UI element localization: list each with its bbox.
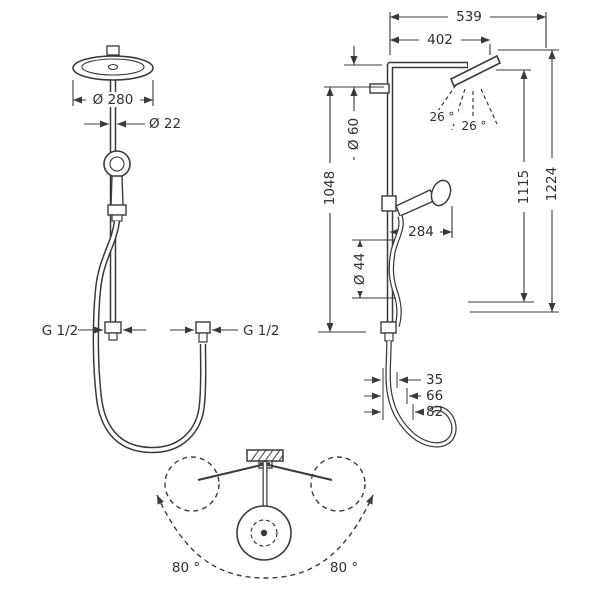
hand-shower-head-front <box>103 150 131 178</box>
dim-arm-depth: 402 <box>427 32 453 48</box>
spray-line <box>427 84 457 126</box>
dim-head-diameter: Ø 280 <box>93 92 134 108</box>
dim-spray-angle-left: 26 ° <box>429 110 454 124</box>
handle-nut-front <box>111 214 123 222</box>
wall-bracket-side <box>369 83 390 94</box>
slider-holder-side <box>381 195 397 212</box>
slider-holder-front <box>107 204 127 216</box>
hand-shower-head-side <box>430 179 452 207</box>
wall-outlet-side-nipple <box>384 332 394 342</box>
hose-elbow-front <box>195 321 211 334</box>
hose-side-loop-core <box>386 340 456 447</box>
label-bg <box>427 110 458 124</box>
label-bg <box>459 119 490 133</box>
dim-overall-height: 1224 <box>544 167 560 201</box>
swivel-position-right <box>310 456 366 512</box>
dim-overall-depth: 539 <box>456 9 482 25</box>
swivel-arm-left <box>197 462 271 481</box>
top-view: 80 ° 80 ° <box>156 449 374 579</box>
hand-shower-handle-side <box>395 189 438 217</box>
wall-outlet-front-nipple <box>108 332 118 341</box>
dim-pipe-length: 1048 <box>322 171 338 205</box>
swivel-arm-right <box>259 462 333 481</box>
pipe-top-fitting <box>106 45 120 56</box>
hose-elbow-front-nipple <box>198 332 208 343</box>
dim-swivel-left: 80 ° <box>172 560 200 576</box>
label-bg <box>353 247 368 291</box>
label-bg <box>322 163 337 213</box>
overhead-shower-front-hub <box>107 63 119 71</box>
dim-hose-arc: Ø 44 <box>352 253 368 285</box>
overhead-shower-top-center <box>260 529 268 537</box>
wall-outlet-front <box>104 321 122 334</box>
hand-shower-head-front-inner <box>109 156 125 172</box>
side-view: 26 ° 26 ° 539 402 Ø 60 1048 <box>318 9 560 448</box>
label-bg <box>402 224 440 239</box>
swivel-position-left <box>164 456 220 512</box>
label-bg <box>326 560 363 575</box>
wall-bracket-hatch <box>250 449 284 462</box>
dim-offset-66: 66 <box>426 388 443 404</box>
dim-head-offset: Ø 60 <box>346 118 362 150</box>
dim-hose-thread: G 1/2 <box>243 323 279 339</box>
dim-offset-82: 82 <box>426 404 443 420</box>
dim-inlet-thread: G 1/2 <box>42 323 78 339</box>
label-bg <box>86 92 140 107</box>
swivel-arc <box>156 494 374 579</box>
label-bg <box>346 111 361 157</box>
hose-side-upper-core <box>389 215 403 327</box>
overhead-shower-side <box>449 54 502 88</box>
dim-swivel-right: 80 ° <box>330 560 358 576</box>
hose-front-core <box>94 220 205 452</box>
dim-pipe-diameter: Ø 22 <box>149 116 181 132</box>
overhead-shower-top-inner <box>250 519 278 547</box>
overhead-shower-front-inner <box>81 58 145 76</box>
label-bg <box>544 158 559 210</box>
dim-offset-35: 35 <box>426 372 443 388</box>
front-view: Ø 280 Ø 22 G 1/2 G 1/2 <box>42 45 279 454</box>
label-bg <box>516 162 531 212</box>
dim-spray-angle-right: 26 ° <box>461 119 486 133</box>
label-bg <box>168 560 205 575</box>
dim-height-to-head: 1115 <box>516 170 532 204</box>
wall-outlet-side <box>380 321 397 334</box>
hose-side-loop <box>385 340 457 448</box>
label-bg <box>419 33 461 47</box>
label-bg <box>448 10 490 24</box>
hand-shower-handle-front <box>110 175 124 207</box>
overhead-shower-front <box>72 55 154 81</box>
dim-handshower-depth: 284 <box>408 224 434 240</box>
riser-and-arm-side-core <box>388 63 467 325</box>
